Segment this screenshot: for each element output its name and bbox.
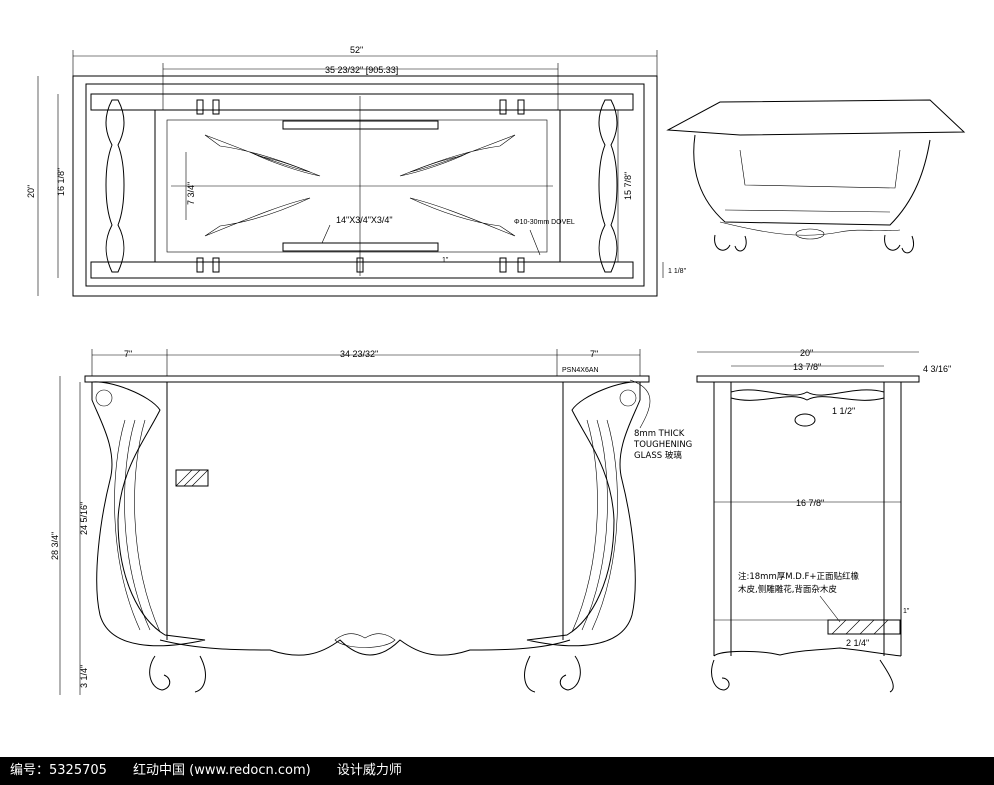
front-glass — [84, 375, 650, 383]
side-panel-hatch — [831, 619, 889, 635]
dowel — [212, 257, 220, 273]
glass-tag: PSN4X6AN — [562, 367, 599, 374]
swirl-bl — [204, 197, 311, 237]
support-bar-bottom — [282, 242, 439, 252]
support-bar-top — [282, 120, 439, 130]
dim-center-span: 34 23/32" — [340, 349, 378, 359]
dim-overall-width: 52" — [350, 45, 363, 55]
footer-id: 编号：5325705 — [10, 763, 107, 778]
cad-drawing: 52" 35 23/32" [905.33] 20" 16 1/8" 15 7/… — [26, 45, 966, 695]
dim-center-depth: 7 3/4" — [186, 182, 196, 205]
inner-opening-3d — [739, 149, 901, 189]
front-carving — [334, 633, 396, 648]
swirl-tl — [204, 134, 311, 173]
dim-right-depth: 15 7/8" — [623, 172, 633, 200]
footer-site: 红动中国 (www.redocn.com) — [133, 763, 311, 778]
glass-note-1: 8mm THICK — [634, 429, 685, 439]
leg-left — [91, 381, 206, 647]
stretcher-3d — [724, 209, 891, 213]
dim-small: 2 1/4" — [846, 638, 869, 648]
side-glass — [696, 375, 920, 383]
material-note-2: 木皮,侧雕雕花,背面杂木皮 — [738, 584, 837, 595]
dowel — [196, 257, 204, 273]
leg-right-fluting — [571, 419, 618, 633]
dowel — [499, 257, 507, 273]
dim-top-thickness: 4 3/16" — [923, 364, 951, 374]
foot-right-3d — [884, 234, 914, 254]
dowel — [356, 257, 364, 273]
dowel — [517, 99, 525, 115]
leg-left-fluting — [114, 419, 161, 633]
dim-inner-depth: 16 1/8" — [56, 168, 66, 196]
dim-side-depth: 20" — [800, 348, 813, 358]
foot-left — [149, 655, 206, 693]
leader — [529, 229, 541, 256]
glass-note-3: GLASS 玻璃 — [634, 450, 682, 461]
footer-bar: 编号：5325705 红动中国 (www.redocn.com) 设计威力师 — [0, 757, 994, 785]
leg-right — [526, 381, 641, 647]
dowel-label: Φ10-30mm DOVEL — [514, 219, 575, 226]
dim-right-overhang: 7" — [590, 349, 598, 359]
scroll-right — [619, 389, 637, 407]
top-rail-back — [90, 93, 634, 111]
side-stretcher — [730, 389, 885, 401]
dim-side-top-rail: 13 7/8" — [793, 362, 821, 372]
foot-right — [524, 655, 581, 693]
glass-top-3d — [666, 99, 966, 136]
dim-total-height: 28 3/4" — [50, 532, 60, 560]
dowel — [517, 257, 525, 273]
material-note-1: 注:18mm厚M.D.F+正面贴红橡 — [738, 571, 860, 582]
top-glass-inner — [85, 83, 645, 287]
dim-leg-height: 24 5/16" — [79, 502, 89, 535]
swirl-tr2 — [399, 151, 471, 177]
dim-left-overhang: 7" — [124, 349, 132, 359]
dim-inner-width: 35 23/32" [905.33] — [325, 65, 398, 75]
dowel — [196, 99, 204, 115]
dowel — [499, 99, 507, 115]
dim-foot-height: 3 1/4" — [79, 665, 89, 688]
dim-side-lower-rail: 16 7/8" — [796, 498, 824, 508]
side-feet — [711, 659, 894, 693]
glass-leader — [629, 379, 651, 429]
leader — [321, 224, 331, 244]
dim-stretcher-dia: 1 1/2" — [832, 406, 855, 416]
leader — [819, 595, 841, 623]
side-view: 20" 13 7/8" 4 3/16" 1 1/2" 16 7/8" 注:18m… — [696, 348, 951, 693]
rail-label: 14"X3/4"X3/4" — [336, 215, 393, 225]
foot-left-3d — [714, 234, 747, 252]
edge-offset: 1 1/8" — [668, 268, 687, 275]
front-apron — [159, 639, 571, 656]
footer-author: 设计威力师 — [336, 763, 402, 778]
side-apron — [713, 647, 902, 657]
dim-overall-depth: 20" — [26, 185, 36, 198]
front-view: 7" 34 23/32" 7" 28 3/4" 24 5/16" 3 1/4" … — [50, 349, 692, 695]
side-panel-section — [827, 619, 901, 635]
apron-3d — [719, 221, 901, 236]
glass-note-2: TOUGHENING — [633, 440, 692, 450]
spindle-left — [105, 99, 125, 273]
block-hatch — [175, 469, 209, 487]
dowel — [212, 99, 220, 115]
spindle-right — [598, 99, 618, 273]
top-view: 52" 35 23/32" [905.33] 20" 16 1/8" 15 7/… — [26, 45, 687, 297]
top-rail-front — [90, 261, 634, 279]
body-outline-3d — [693, 134, 931, 226]
swirl-br — [409, 197, 516, 237]
dim-one-inch-side: 1" — [903, 608, 910, 615]
side-stretcher-section — [794, 413, 816, 427]
perspective-view — [666, 99, 966, 254]
swirl-tl2 — [249, 151, 321, 177]
scroll-left — [95, 389, 113, 407]
one-inch-top: 1" — [442, 257, 449, 264]
top-glass-outer — [72, 75, 658, 297]
carving-3d — [795, 228, 825, 240]
swirl-tr — [409, 134, 516, 173]
